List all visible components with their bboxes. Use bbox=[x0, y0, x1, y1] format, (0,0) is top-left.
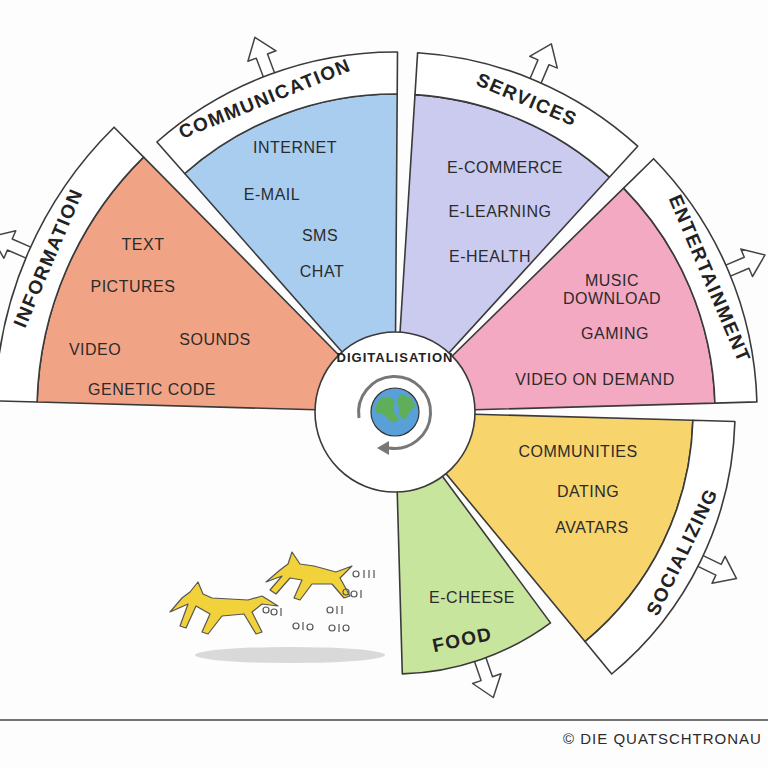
hub-disc bbox=[315, 332, 475, 492]
binary-trail bbox=[263, 570, 374, 632]
globe-land bbox=[376, 397, 399, 423]
heading-band bbox=[157, 52, 398, 174]
category-item: GENETIC CODE bbox=[88, 381, 216, 399]
dog-left bbox=[170, 582, 278, 634]
cycle-arrow-head bbox=[377, 441, 389, 455]
category-item: E-CHEESE bbox=[429, 589, 515, 607]
bottom-rule bbox=[0, 719, 768, 721]
category-item: SMS bbox=[302, 227, 338, 245]
hub-circle: DIGITALISATION bbox=[311, 328, 479, 496]
shadow bbox=[195, 647, 385, 663]
category-item: E-MAIL bbox=[244, 186, 300, 204]
category-item: PICTURES bbox=[91, 278, 176, 296]
category-item: AVATARS bbox=[555, 519, 628, 537]
category-item: DATING bbox=[557, 483, 619, 501]
heading-band bbox=[415, 53, 638, 178]
category-item: VIDEO bbox=[69, 341, 121, 359]
category-item: COMMUNITIES bbox=[518, 443, 637, 461]
category-item: GAMING bbox=[581, 325, 649, 343]
category-item: VIDEO ON DEMAND bbox=[515, 371, 675, 389]
category-item: E-HEALTH bbox=[449, 248, 531, 266]
category-item: E-COMMERCE bbox=[447, 159, 563, 177]
heading-band bbox=[0, 127, 144, 402]
outward-arrows bbox=[0, 37, 765, 697]
globe-land bbox=[397, 394, 415, 420]
category-item: SOUNDS bbox=[179, 331, 250, 349]
dog-right bbox=[266, 552, 352, 600]
cycle-arrow bbox=[359, 376, 431, 448]
category-item: MUSIC DOWNLOAD bbox=[552, 272, 672, 309]
heading-band bbox=[624, 159, 757, 403]
globe bbox=[371, 388, 419, 436]
category-item: TEXT bbox=[122, 236, 165, 254]
category-item: INTERNET bbox=[253, 139, 337, 157]
copyright-note: © DIE QUATSCHTRONAU bbox=[563, 730, 762, 747]
category-item: CHAT bbox=[300, 263, 344, 281]
hub-label: DIGITALISATION bbox=[337, 351, 454, 366]
category-item: E-LEARNING bbox=[449, 203, 552, 221]
